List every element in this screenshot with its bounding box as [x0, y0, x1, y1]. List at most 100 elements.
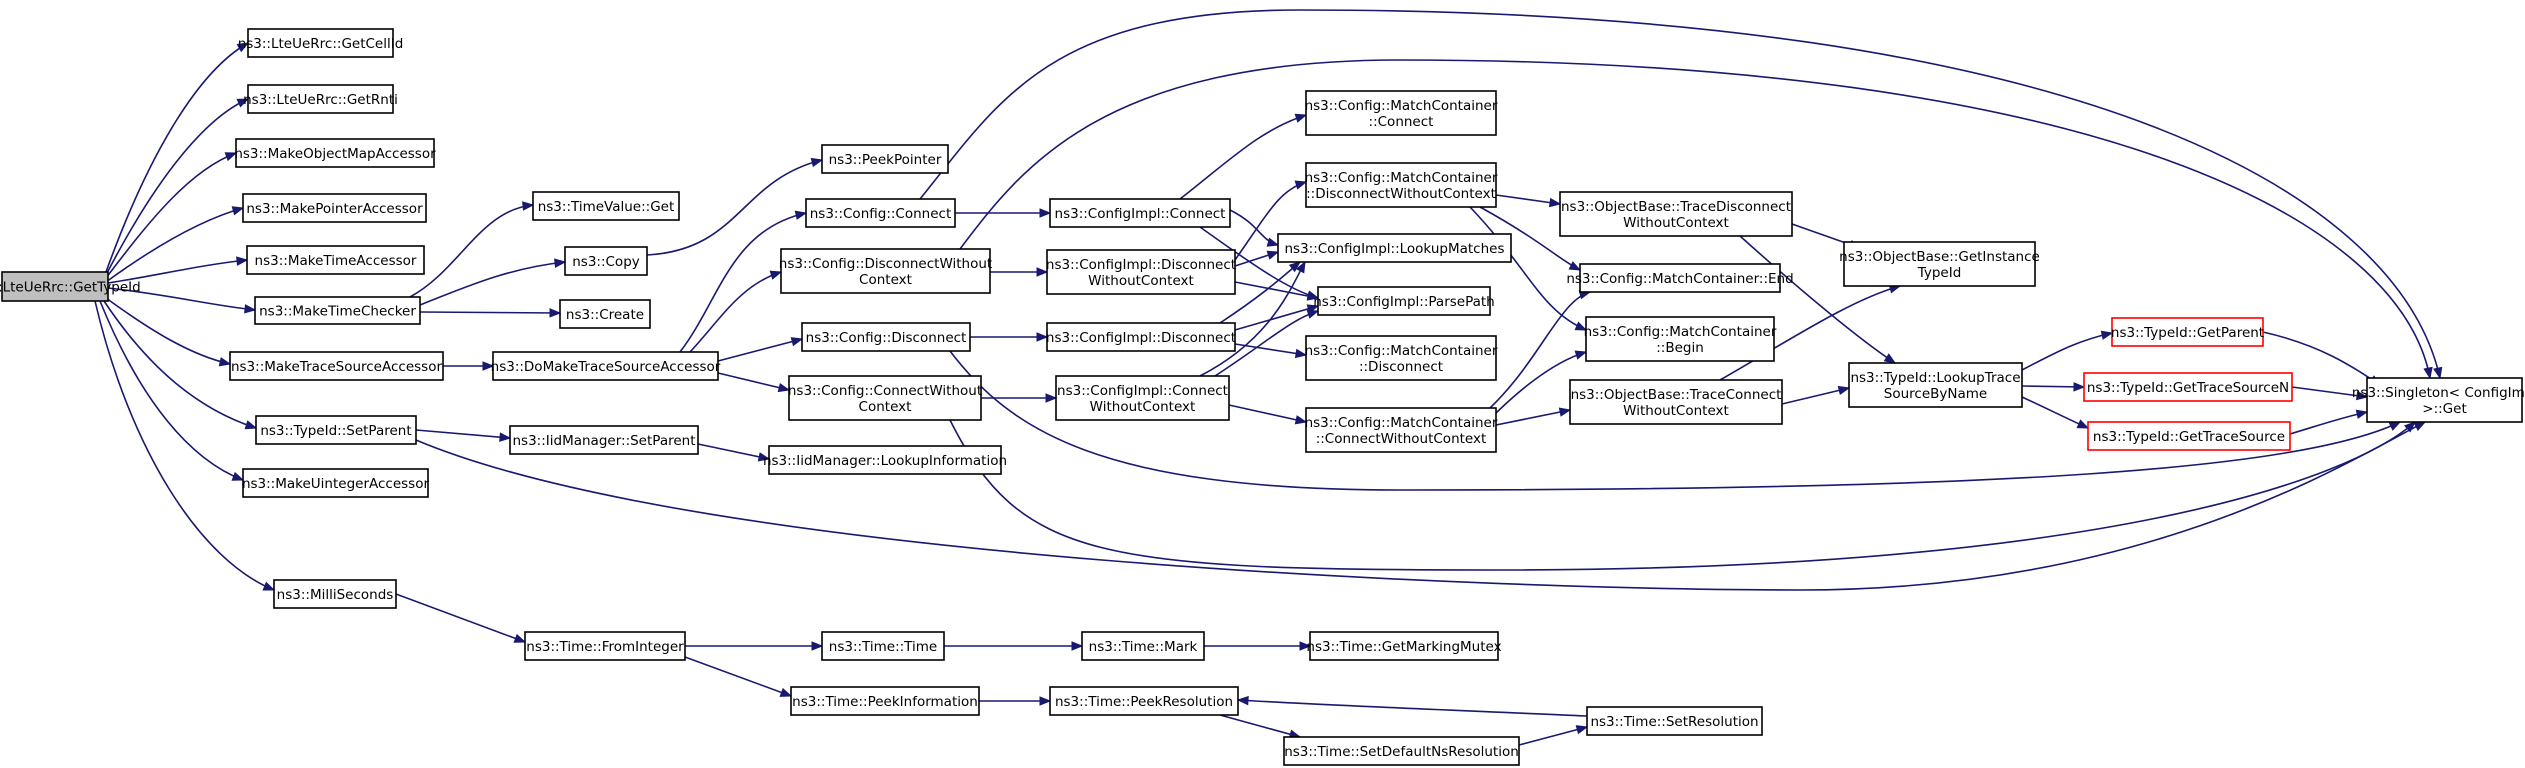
node-implDisconnect[interactable]: ns3::ConfigImpl::Disconnect [1046, 322, 1236, 352]
edge-line [409, 204, 534, 298]
node-label: ns3::Time::Time [829, 639, 937, 655]
node-cfgDisconnect[interactable]: ns3::Config::Disconnect [801, 322, 971, 352]
node-makeObjectMap[interactable]: ns3::MakeObjectMapAccessor [234, 138, 436, 168]
edge-line [1739, 235, 1896, 364]
node-box [247, 28, 394, 58]
node-setParent[interactable]: ns3::TypeId::SetParent [255, 415, 417, 445]
node-box [1305, 335, 1497, 381]
edge-root-to-makePointer [105, 206, 245, 283]
arrowhead [554, 258, 567, 268]
arrowhead [1568, 261, 1582, 271]
edge-line [949, 419, 2416, 571]
node-lookupMatches[interactable]: ns3::ConfigImpl::LookupMatches [1277, 233, 1512, 263]
node-label: ns3::LteUeRrc::GetRnti [243, 92, 398, 108]
edge-cfgDisconnectWC-to-singletonGet [959, 59, 2433, 380]
node-timeTime[interactable]: ns3::Time::Time [821, 631, 945, 661]
node-setRes[interactable]: ns3::Time::SetResolution [1586, 706, 1763, 736]
node-implConnectWC[interactable]: ns3::ConfigImpl::ConnectWithoutContext [1055, 375, 1230, 421]
node-mcConnectWC[interactable]: ns3::Config::MatchContainer::ConnectWith… [1305, 407, 1498, 453]
node-getTraceSourceN[interactable]: ns3::TypeId::GetTraceSourceN [2083, 372, 2293, 402]
node-box [564, 246, 648, 276]
edge-line [1228, 404, 1307, 423]
node-singletonGet[interactable]: ns3::Singleton< ConfigImpl >::Get [2352, 377, 2525, 423]
node-box [1559, 191, 1793, 237]
edge-line [107, 259, 248, 284]
arrowhead [1266, 250, 1280, 260]
node-box [768, 445, 1002, 475]
node-label: ns3::ConfigImpl::Connect [1055, 206, 1226, 222]
node-peekRes[interactable]: ns3::Time::PeekResolution [1049, 686, 1239, 716]
edge-line [94, 300, 275, 591]
node-create[interactable]: ns3::Create [559, 299, 651, 329]
node-label: ns3::Config::DisconnectWithout [779, 256, 992, 272]
arrowhead [224, 152, 238, 162]
arrowhead [1294, 180, 1308, 190]
node-box [788, 375, 982, 421]
node-obTraceConn[interactable]: ns3::ObjectBase::TraceConnectWithoutCont… [1569, 379, 1783, 425]
node-cfgConnect[interactable]: ns3::Config::Connect [805, 198, 956, 228]
edge-fromInteger-to-timeTime [685, 641, 824, 651]
node-peekPointer[interactable]: ns3::PeekPointer [821, 144, 949, 174]
edge-line [919, 9, 2441, 379]
edge-line [1489, 291, 1591, 409]
arrowhead [549, 308, 562, 318]
node-obTraceDisc[interactable]: ns3::ObjectBase::TraceDisconnectWithoutC… [1559, 191, 1793, 237]
node-label: ns3::TypeId::GetTraceSource [2093, 429, 2285, 445]
arrowhead [218, 357, 232, 367]
node-box [821, 144, 949, 174]
node-getCellId[interactable]: ns3::LteUeRrc::GetCellId [238, 28, 404, 58]
node-mcConnect[interactable]: ns3::Config::MatchContainer::Connect [1305, 90, 1498, 136]
node-setDefaultNsRes[interactable]: ns3::Time::SetDefaultNsResolution [1283, 736, 1520, 766]
node-makeUinteger[interactable]: ns3::MakeUintegerAccessor [242, 468, 430, 498]
node-box [1305, 162, 1497, 208]
node-doMakeTrace[interactable]: ns3::DoMakeTraceSourceAccessor [491, 351, 721, 381]
edge-line [949, 350, 2401, 491]
edge-line [1179, 114, 1307, 200]
node-cfgConnectWC[interactable]: ns3::Config::ConnectWithoutContext [788, 375, 982, 421]
node-getParent[interactable]: ns3::TypeId::GetParent [2111, 317, 2264, 347]
node-box [1305, 90, 1497, 136]
node-parsePath[interactable]: ns3::ConfigImpl::ParsePath [1313, 286, 1495, 316]
node-iidSetParent[interactable]: ns3::IidManager::SetParent [509, 425, 699, 455]
node-lookupInfo[interactable]: ns3::IidManager::LookupInformation [763, 445, 1007, 475]
node-getTraceSource[interactable]: ns3::TypeId::GetTraceSource [2087, 421, 2291, 451]
edge-doMakeTrace-to-cfgDisconnect [717, 337, 804, 362]
node-fromInteger[interactable]: ns3::Time::FromInteger [524, 631, 686, 661]
node-box [2366, 377, 2523, 423]
edge-line [1469, 206, 1587, 331]
edge-line [2291, 386, 2368, 398]
node-makePointer[interactable]: ns3::MakePointerAccessor [242, 193, 427, 223]
node-makeTimeChecker[interactable]: ns3::MakeTimeChecker [254, 296, 421, 325]
node-makeTraceSrc[interactable]: ns3::MakeTraceSourceAccessor [229, 351, 444, 381]
node-mcBegin[interactable]: ns3::Config::MatchContainer::Begin [1584, 316, 1777, 362]
node-box [1305, 407, 1497, 453]
node-cfgDisconnectWC[interactable]: ns3::Config::DisconnectWithoutContext [779, 248, 992, 294]
node-timeValueGet[interactable]: ns3::TimeValue::Get [532, 191, 680, 221]
node-peekInfo[interactable]: ns3::Time::PeekInformation [790, 686, 980, 716]
node-box [492, 351, 719, 381]
arrowhead [1045, 393, 1058, 403]
node-box [1055, 375, 1230, 421]
node-label: WithoutContext [1623, 403, 1729, 419]
edge-makeTimeChecker-to-copy [419, 258, 567, 306]
node-mcDisconnectWC[interactable]: ns3::Config::MatchContainer::DisconnectW… [1305, 162, 1498, 208]
node-implDisconnectWC[interactable]: ns3::ConfigImpl::DisconnectWithoutContex… [1046, 249, 1236, 295]
node-label: ns3::TimeValue::Get [538, 199, 675, 215]
node-mcDisconnect[interactable]: ns3::Config::MatchContainer::Disconnect [1305, 335, 1498, 381]
node-root[interactable]: ns3::LteUeRrc::GetTypeId [0, 271, 141, 302]
node-timeMark[interactable]: ns3::Time::Mark [1081, 631, 1205, 661]
node-getRnti[interactable]: ns3::LteUeRrc::GetRnti [243, 84, 398, 114]
node-label: ns3::Config::Connect [810, 206, 952, 222]
edge-line [1199, 261, 1306, 377]
node-copy[interactable]: ns3::Copy [564, 246, 648, 276]
node-makeTimeAcc[interactable]: ns3::MakeTimeAccessor [246, 245, 425, 275]
node-box [1081, 631, 1205, 661]
edge-setParent-to-iidSetParent [415, 429, 512, 442]
node-getMarkingMutex[interactable]: ns3::Time::GetMarkingMutex [1306, 631, 1502, 661]
node-milliSeconds[interactable]: ns3::MilliSeconds [273, 579, 397, 609]
node-mcEnd[interactable]: ns3::Config::MatchContainer::End [1566, 263, 1794, 293]
arrowhead [1837, 385, 1851, 396]
node-implConnect[interactable]: ns3::ConfigImpl::Connect [1049, 198, 1231, 228]
